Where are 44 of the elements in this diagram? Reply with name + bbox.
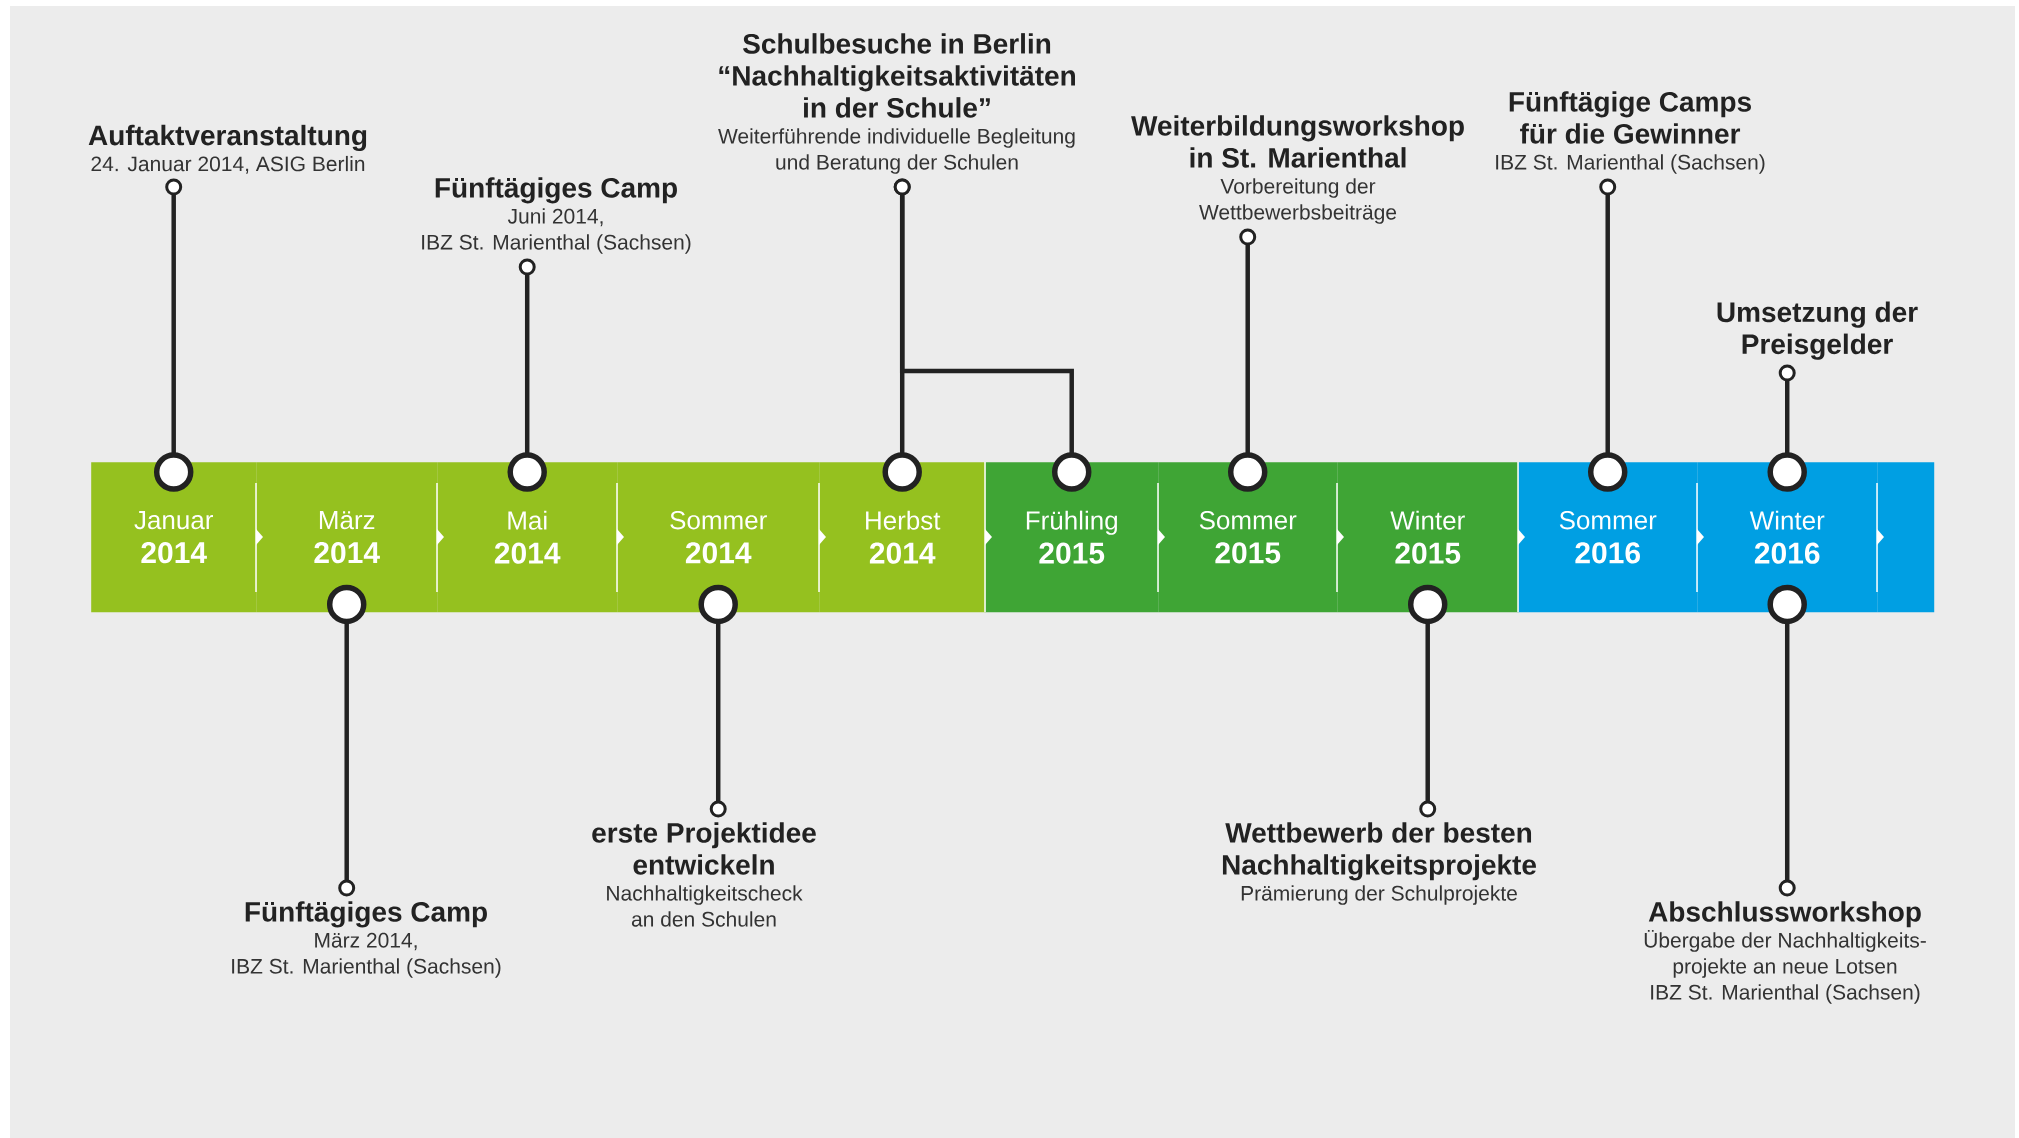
event-label: Wettbewerb der besten Nachhaltigkeitsprojekte Prämierung der Schulprojekte [1222,822,1536,905]
node-label: 2014 [685,542,752,564]
timeline-segment: Winter 2015 [1337,462,1519,613]
event-label: Umsetzung der Preisgelder [1717,301,1918,360]
node-label: 2015 [1395,542,1461,564]
node-label: Herbst [866,510,941,530]
event-label: Schulbesuche in Berlin “Nachhaltigkeitsaktivitäten in der Schule” Weiterführende individuelle Begleitung und Beratung der Schulen [718,33,1075,174]
leader-line [153,178,194,492]
node-label: Winter [1749,510,1825,530]
timeline-segment: Januar 2014 [91,462,257,613]
event-label: Fünftägiges Camp Juni 2014, IBZ St. Marienthal (Sachsen) [422,177,691,254]
node-label: 2016 [1754,542,1820,564]
leader-line [698,584,738,818]
node-label: Sommer [1199,510,1297,530]
timeline-segment: Mai 2014 [437,462,618,613]
leader-line [1767,584,1807,897]
node-label: Sommer [670,510,767,530]
band-end [1877,462,1935,613]
leader-line [1588,178,1628,492]
event-label: Fünftägiges Camp März 2014, IBZ St. Marienthal (Sachsen) [232,901,501,978]
node-label: März [319,511,375,530]
leader-line [326,584,367,897]
node-label: 2014 [494,542,561,564]
event-label: erste Projektidee entwickeln Nachhaltigkeitscheck an den Schulen [592,822,816,927]
event-label: Abschlussworkshop Übergabe der Nachhaltigkeits- projekte an neue Lotsen IBZ St. Marienthal (Sachsen) [1644,901,1926,1004]
timeline-segment: Herbst 2014 [819,462,986,613]
node-label: Winter [1390,510,1465,530]
leader-line [507,258,547,492]
node-label: 2014 [314,542,380,564]
node-label: Mai [508,510,547,530]
timeline-segment: Frühling 2015 [985,462,1159,613]
timeline-segment: Sommer 2014 [617,462,820,613]
timeline-segment: März 2014 [256,462,438,613]
timeline-segment: Sommer 2016 [1518,462,1698,613]
timeline-segment: Sommer 2015 [1158,462,1338,613]
leader-line [893,178,1092,492]
leader-line [1228,228,1268,492]
event-label: Auftaktveranstaltung 24. Januar 2014, ASIG Berlin [88,124,367,174]
node-label: 2015 [1215,542,1281,564]
leader-line [1767,364,1807,492]
event-label: Fünftägige Camps für die Gewinner IBZ St. Marienthal (Sachsen) [1496,91,1765,174]
event-label: Weiterbildungsworkshop in St. Marienthal Vorbereitung der Wettbewerbsbeiträge [1131,115,1464,224]
leader-line [1408,584,1448,818]
node-label: 2014 [869,542,936,564]
